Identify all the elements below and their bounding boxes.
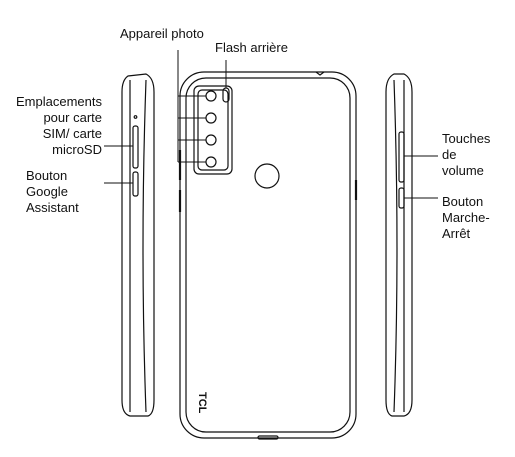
callouts [104,50,438,199]
fingerprint-sensor [254,163,280,189]
lens-1 [205,90,217,102]
right-side-body [385,73,413,417]
right-side-view [385,73,413,417]
camera-module-inner [197,89,229,171]
lens-3 [205,134,217,146]
google-assistant-button [132,171,139,197]
phone-back-inner [185,77,351,433]
phone-back-outer [179,71,357,439]
lens-4 [205,156,217,168]
sim-slots-label: Emplacements pour carte SIM/ carte micro… [16,94,102,157]
top-notch [315,71,325,76]
back-view [178,71,358,440]
assistant-label: Bouton Google Assistant [26,168,79,215]
right-side-back-curve [393,79,398,413]
power-button [398,187,405,209]
camera-module [193,85,233,175]
volume-label: Touches de volume [442,131,491,178]
camera-label: Appareil photo [120,26,204,41]
sim-eject-hole [133,115,138,119]
volume-keys [398,131,405,183]
camera-callout [177,50,206,163]
left-side-view [121,73,155,417]
left-side-back-curve [142,79,147,413]
brand-mark: TCL [196,392,208,414]
lens-2 [205,112,217,124]
usb-port [257,435,279,440]
sim-tray [132,125,139,169]
left-side-body [121,73,155,417]
flash-label: Flash arrière [215,40,288,55]
power-label: Bouton Marche- Arrêt [442,194,490,241]
